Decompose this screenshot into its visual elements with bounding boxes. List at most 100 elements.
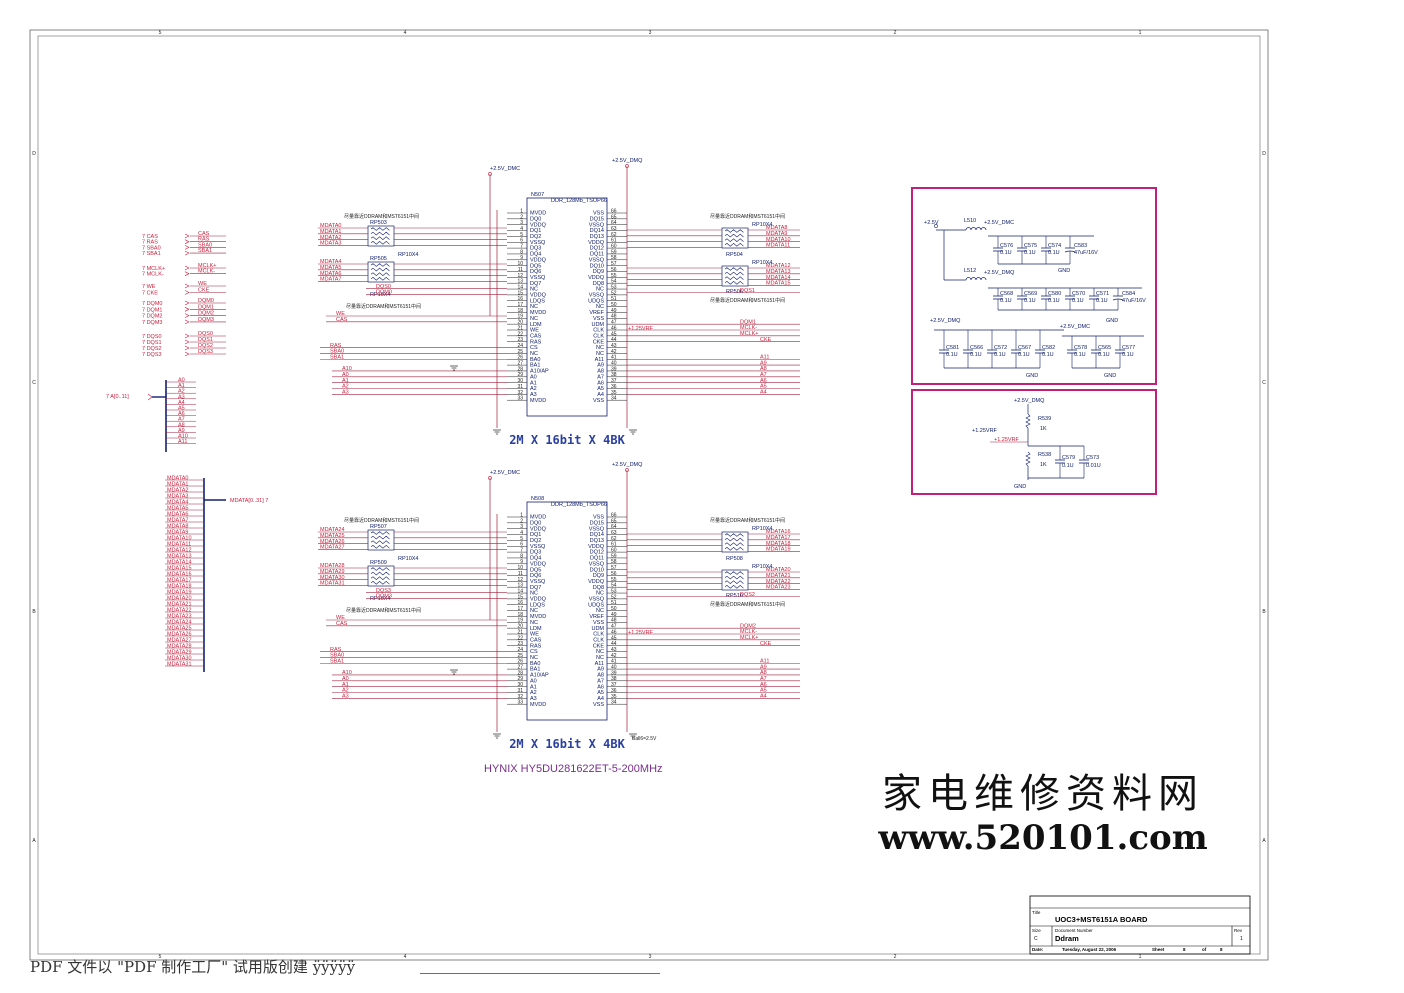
control-net-label: WE bbox=[336, 311, 345, 317]
pin-number: 26 bbox=[517, 659, 523, 665]
pin-name: A0 bbox=[530, 678, 537, 684]
resistor-pack-type: RP10X4 bbox=[370, 292, 391, 298]
control-net-label: A6 bbox=[760, 378, 767, 384]
data-net-label: MDATA28 bbox=[320, 563, 345, 569]
pin-name: A9 bbox=[597, 363, 604, 369]
data-bus-label: MDATA7 bbox=[167, 518, 189, 524]
offsheet-port-label: 7 DQS2 bbox=[142, 346, 162, 352]
resistor-pack-resistor bbox=[370, 581, 390, 585]
pin-number: 9 bbox=[520, 559, 523, 565]
frame-row-label-right: D bbox=[1262, 151, 1266, 157]
pin-name: A1 bbox=[530, 684, 537, 690]
pin-number: 3 bbox=[520, 220, 523, 226]
pin-number: 5 bbox=[520, 536, 523, 542]
pin-number: 38 bbox=[611, 676, 617, 682]
pin-number: 21 bbox=[517, 325, 523, 331]
resistor-pack-resistor bbox=[724, 267, 744, 271]
offsheet-net-label: DQM0 bbox=[198, 298, 214, 304]
pin-name: DQ7 bbox=[530, 585, 541, 591]
frame-col-label-bottom: 3 bbox=[649, 954, 652, 960]
resistor-pack-type: RP10X4 bbox=[398, 556, 419, 562]
offsheet-port-label: 7 DQM3 bbox=[142, 320, 162, 326]
resistor-pack-ref: RP504 bbox=[726, 252, 743, 258]
pin-number: 42 bbox=[611, 653, 617, 659]
data-bus-label: MDATA27 bbox=[167, 638, 192, 644]
pin-number: 36 bbox=[611, 384, 617, 390]
pin-name: DQ4 bbox=[530, 252, 541, 258]
pin-number: 54 bbox=[611, 279, 617, 285]
control-net-label: MCLK- bbox=[740, 629, 757, 635]
cap-row2-value: 0.1U bbox=[1048, 298, 1060, 304]
pin-name: VSSQ bbox=[589, 293, 605, 299]
cap-row1-value: 0.1U bbox=[1000, 250, 1012, 256]
pin-name: DQ12 bbox=[590, 246, 604, 252]
control-net-label: CKE bbox=[760, 641, 772, 647]
address-bus-label: A3 bbox=[178, 394, 185, 400]
power-flag bbox=[625, 468, 629, 472]
pin-number: 56 bbox=[611, 571, 617, 577]
pin-name: MVDD bbox=[530, 515, 546, 521]
control-net-label: DQS0 bbox=[376, 284, 391, 290]
pin-number: 59 bbox=[611, 249, 617, 255]
pin-number: 41 bbox=[611, 659, 617, 665]
pin-name: DQ0 bbox=[530, 216, 541, 222]
pin-name: A1 bbox=[530, 380, 537, 386]
placement-note: 尽量靠近DDRAM和MST6151中间 bbox=[344, 213, 419, 220]
pin-number: 42 bbox=[611, 349, 617, 355]
pin-number: 8 bbox=[520, 249, 523, 255]
address-bus-label: A0 bbox=[178, 378, 185, 384]
placement-note: 尽量靠近DDRAM和MST6151中间 bbox=[710, 601, 785, 608]
pin-number: 45 bbox=[611, 331, 617, 337]
control-net-label: DQS1 bbox=[740, 288, 755, 294]
resistor-pack-type: RP10X4 bbox=[752, 564, 773, 570]
frame-col-label-bottom: 5 bbox=[159, 954, 162, 960]
port-arrow bbox=[184, 250, 190, 256]
resistor-pack-resistor bbox=[724, 585, 744, 589]
pin-number: 5 bbox=[520, 232, 523, 238]
data-bus-label: MDATA2 bbox=[167, 488, 189, 494]
cap-row2-bulk-ref: C584 bbox=[1122, 291, 1135, 297]
resistor-pack-ref: RP509 bbox=[370, 560, 387, 566]
pin-number: 25 bbox=[517, 349, 523, 355]
cap-row1-bulk-value: 47uF/16V bbox=[1074, 250, 1098, 256]
pin-name: DQ12 bbox=[590, 550, 604, 556]
data-bus-label: MDATA17 bbox=[167, 578, 192, 584]
pin-name: BA0 bbox=[530, 357, 540, 363]
data-bus-label: MDATA25 bbox=[167, 626, 192, 632]
pin-name: A11 bbox=[595, 357, 604, 363]
pin-name: DQ1 bbox=[530, 532, 541, 538]
pin-number: 32 bbox=[517, 390, 523, 396]
pin-name: CLK bbox=[593, 333, 604, 339]
pin-number: 47 bbox=[611, 320, 617, 326]
offsheet-port-label: 7 WE bbox=[142, 284, 156, 290]
pin-name: NC bbox=[596, 351, 604, 357]
pin-number: 44 bbox=[611, 641, 617, 647]
vref-cap-value: 0.1U bbox=[1062, 463, 1074, 469]
pin-name: A3 bbox=[530, 696, 537, 702]
power-flag bbox=[625, 164, 629, 168]
data-net-label: MDATA4 bbox=[320, 259, 342, 265]
control-net-label: WE bbox=[336, 615, 345, 621]
sheet-border-inner bbox=[37, 35, 1261, 955]
control-net-label: A9 bbox=[760, 664, 767, 670]
pin-number: 16 bbox=[517, 296, 523, 302]
pin-name: VDDQ bbox=[530, 293, 547, 299]
control-net-label: A5 bbox=[760, 384, 767, 390]
control-net-label: A5 bbox=[760, 688, 767, 694]
pin-name: VSSQ bbox=[530, 544, 546, 550]
pin-number: 56 bbox=[611, 267, 617, 273]
data-net-label: MDATA3 bbox=[320, 241, 342, 247]
ground-label: GND bbox=[1104, 373, 1116, 379]
pin-number: 65 bbox=[611, 214, 617, 220]
control-net-label: A4 bbox=[760, 694, 767, 700]
size-label: Size bbox=[1032, 928, 1041, 933]
cap-row4-ref: C577 bbox=[1122, 345, 1135, 351]
resistor-pack-resistor bbox=[724, 281, 744, 285]
pin-number: 50 bbox=[611, 302, 617, 308]
port-arrow bbox=[184, 245, 190, 250]
resistor-pack-body bbox=[721, 265, 749, 287]
resistor-pack-body bbox=[721, 531, 749, 553]
resistor-pack-resistor bbox=[370, 272, 390, 276]
